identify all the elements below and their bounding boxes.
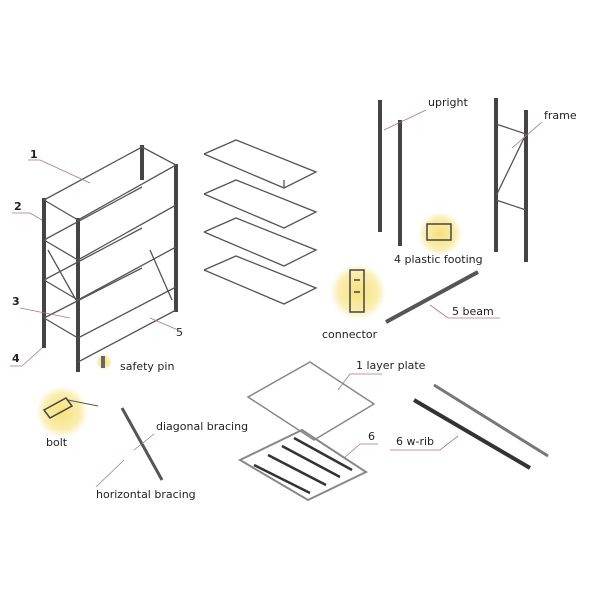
bolt-label: bolt: [46, 436, 68, 449]
connector-icon: [349, 269, 365, 313]
upright-label: upright: [428, 96, 468, 109]
diagonal-bracing-label: diagonal bracing: [156, 420, 248, 433]
frame-label: frame: [544, 109, 577, 122]
frame: [494, 98, 528, 262]
beam-label: 5 beam: [452, 305, 494, 318]
assembled-rack: [42, 145, 178, 372]
beam-part: [385, 270, 479, 324]
w-rib-part-2: [412, 398, 532, 470]
w-rib-part-1: [433, 383, 549, 458]
plastic-footing-icon: [426, 223, 452, 241]
horizontal-bracing-label: horizontal bracing: [96, 488, 196, 501]
connector-label: connector: [322, 328, 378, 341]
rib-label-6: 6: [368, 430, 375, 443]
plastic-footing-highlight: [418, 212, 462, 256]
w-rib-label: 6 w-rib: [396, 435, 434, 448]
uprights: [378, 100, 402, 246]
safety-pin-label: safety pin: [120, 360, 174, 373]
rack-label-4: 4: [12, 352, 20, 365]
plastic-footing-label: 4 plastic footing: [394, 253, 483, 266]
rack-label-3: 3: [12, 295, 20, 308]
layer-plate-label: 1 layer plate: [356, 359, 426, 372]
rack-label-1: 1: [30, 148, 38, 161]
layer-plate-part: [246, 361, 376, 441]
shelf-levels: [203, 139, 318, 305]
rack-label-2: 2: [14, 200, 22, 213]
safety-pin-icon: [101, 356, 105, 368]
rib-grid-part: [237, 428, 369, 502]
bolt-icon: [42, 397, 74, 419]
rack-label-5: 5: [176, 326, 183, 339]
